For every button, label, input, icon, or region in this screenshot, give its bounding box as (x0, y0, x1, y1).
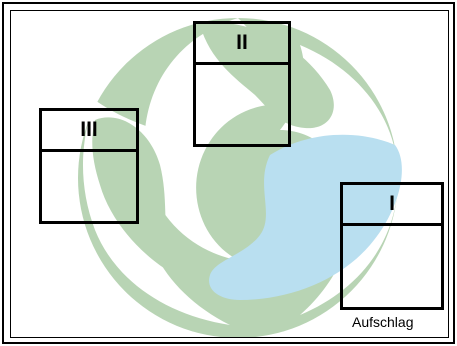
box-iii-label: III (42, 111, 136, 152)
box-i: I (340, 182, 444, 310)
box-iii: III (39, 108, 139, 224)
box-ii-label: II (196, 24, 288, 65)
box-ii: II (193, 21, 291, 147)
aufschlag-caption: Aufschlag (352, 314, 414, 330)
outer-frame (2, 2, 455, 344)
box-i-label: I (343, 185, 441, 226)
inner-frame (10, 10, 449, 338)
